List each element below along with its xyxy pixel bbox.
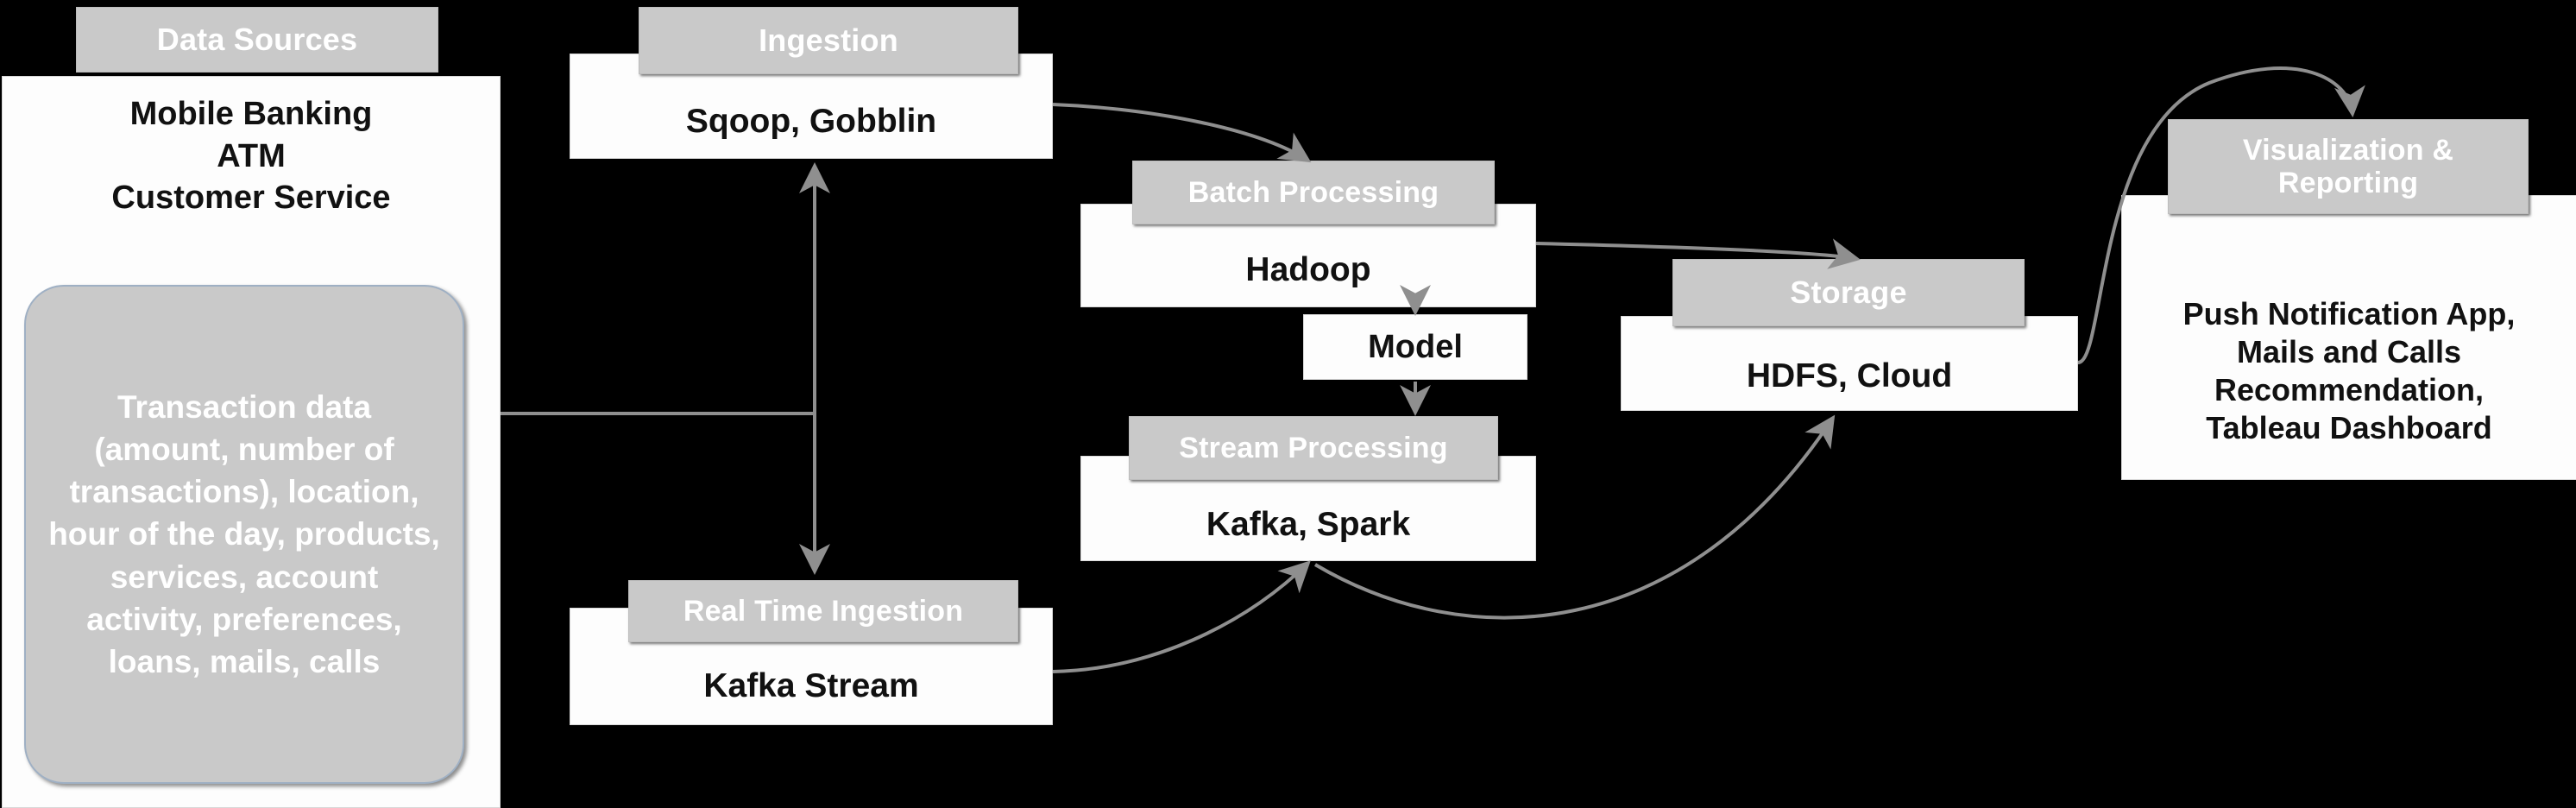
data-sources-list: Mobile Banking ATM Customer Service	[111, 96, 391, 217]
wire-ingestion-to-batch	[1052, 103, 1312, 163]
ingestion-header: Ingestion	[639, 7, 1018, 74]
storage-body: HDFS, Cloud	[1621, 316, 2078, 411]
transaction-data-card: Transaction data (amount, number of tran…	[24, 285, 464, 784]
batch-processing-header: Batch Processing	[1132, 161, 1495, 224]
wire-batch-to-storage	[1535, 238, 1861, 269]
stream-processing-header: Stream Processing	[1129, 416, 1498, 480]
visualization-header: Visualization & Reporting	[2168, 119, 2529, 214]
data-sources-header: Data Sources	[76, 7, 438, 73]
real-time-ingestion-header: Real Time Ingestion	[628, 580, 1018, 642]
storage-header: Storage	[1672, 259, 2025, 326]
model-body: Model	[1303, 314, 1527, 380]
visualization-body: Push Notification App, Mails and Calls R…	[2121, 195, 2576, 480]
wire-realtime-to-stream	[1052, 560, 1311, 673]
